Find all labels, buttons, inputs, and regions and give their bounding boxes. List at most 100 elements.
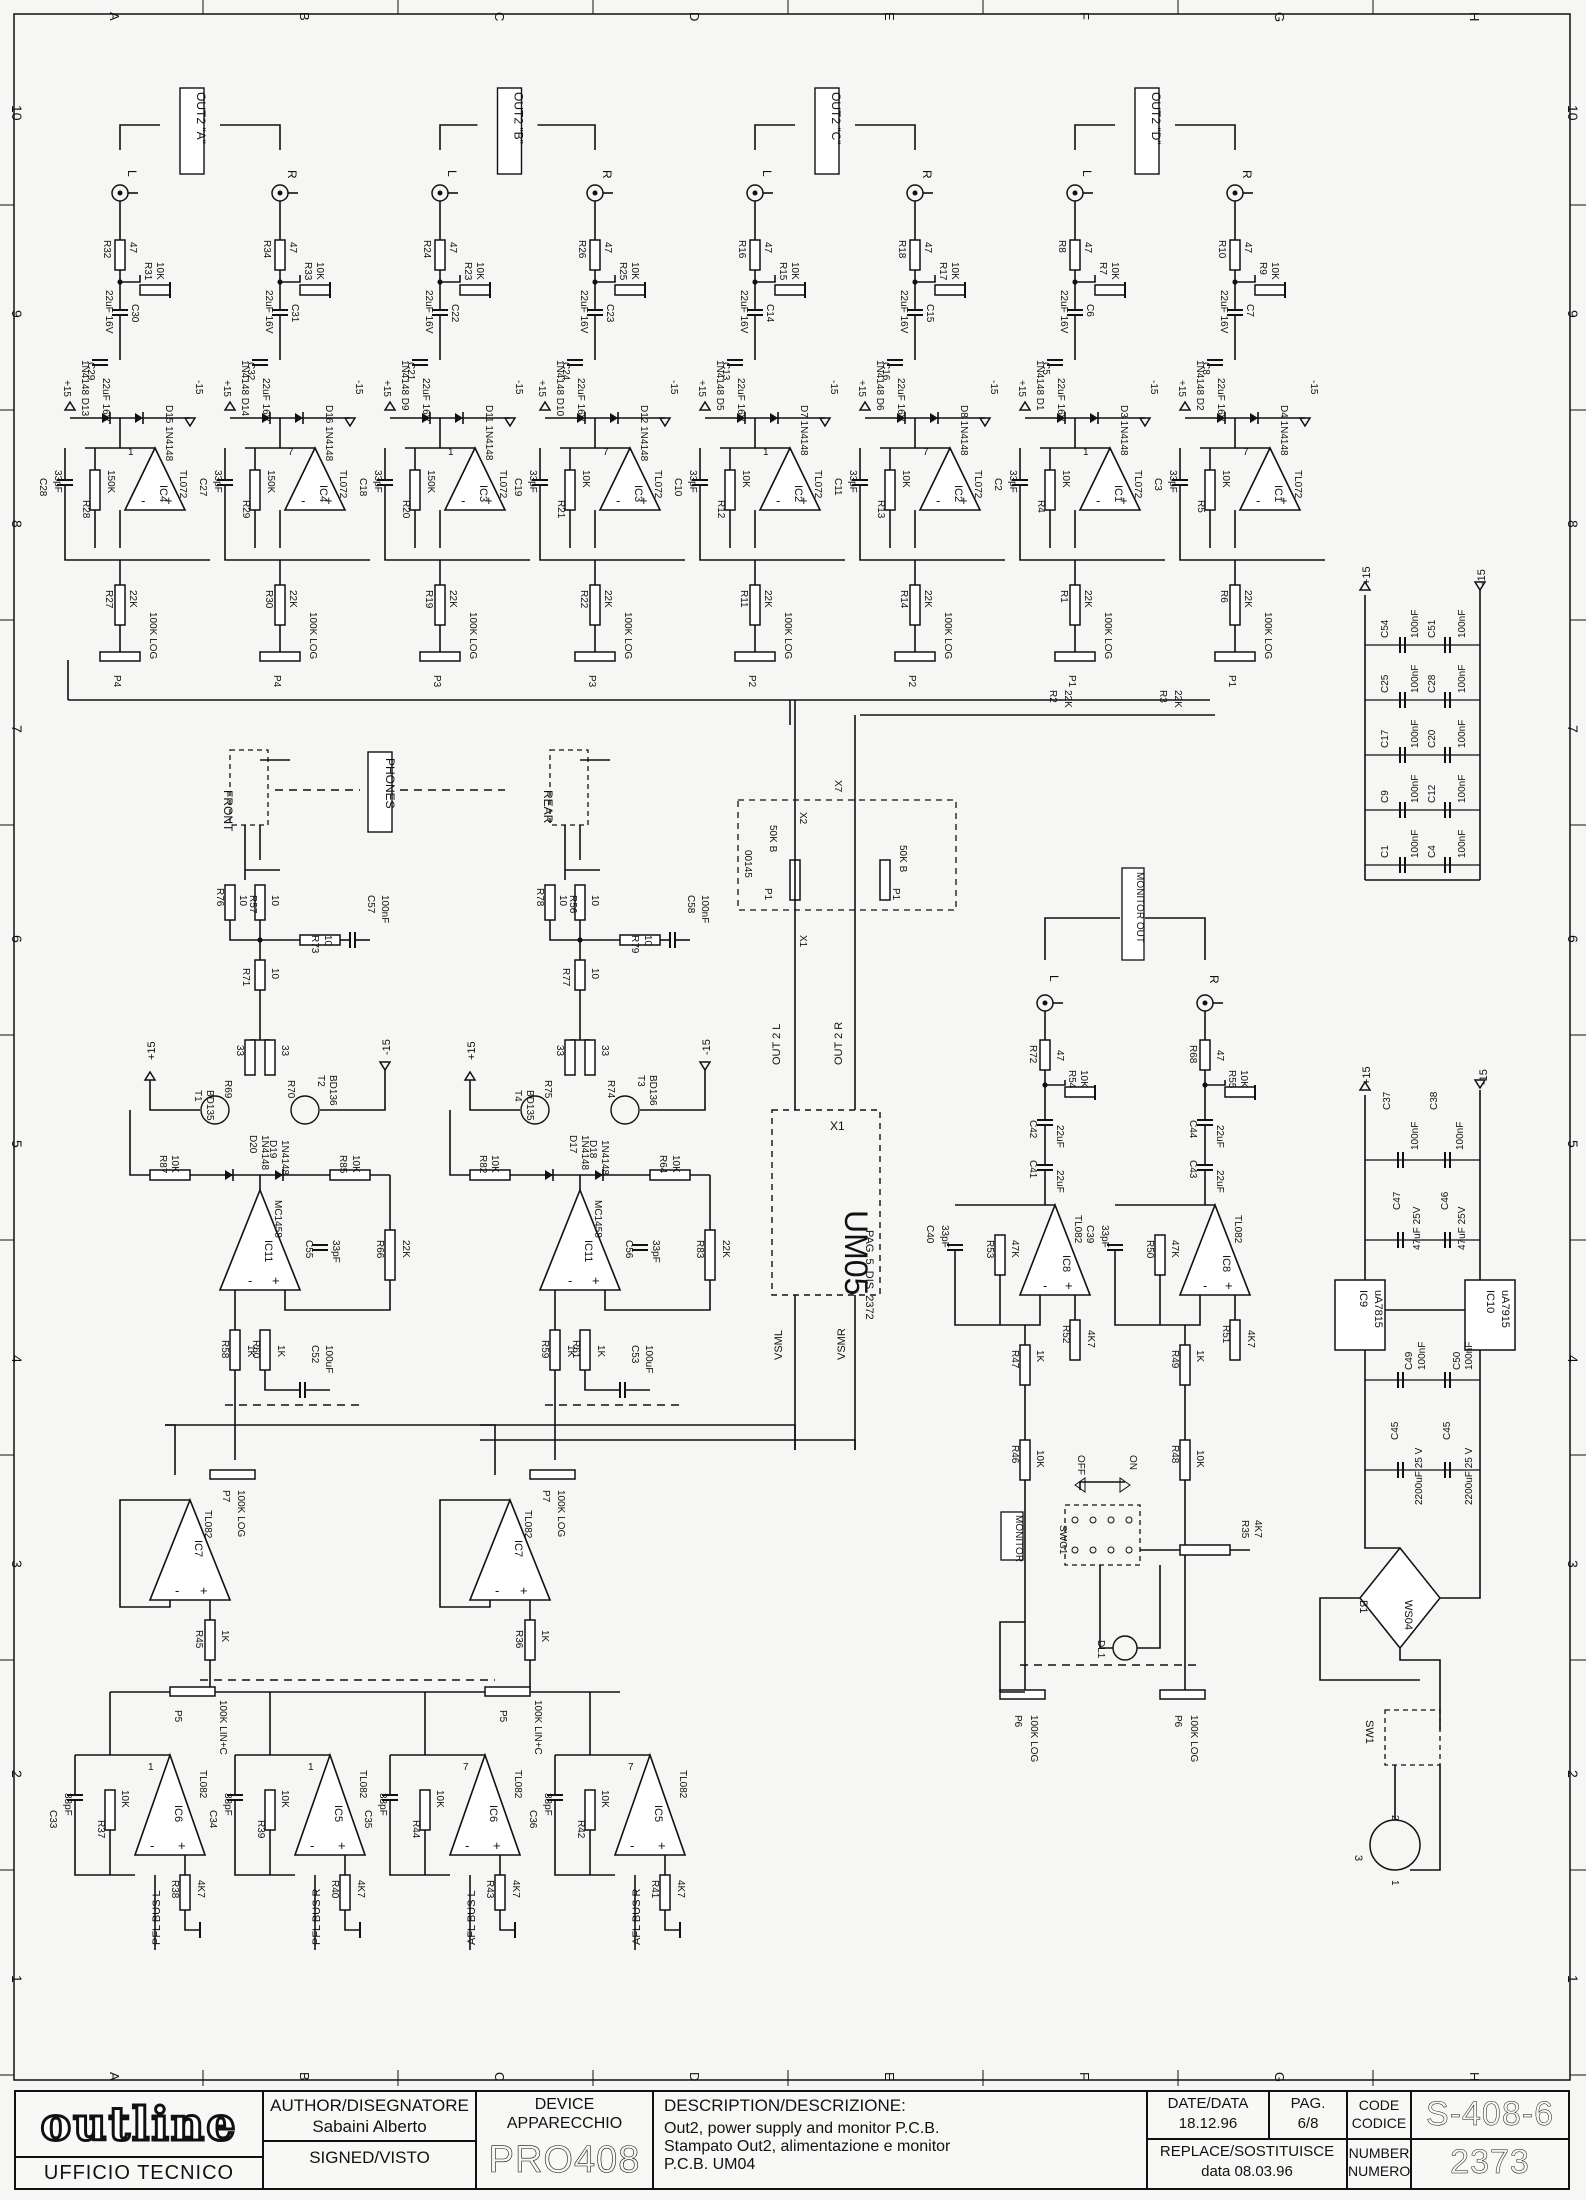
label: R24 — [421, 240, 432, 259]
code-value: S-408-6 — [1426, 2095, 1554, 2134]
label: R22 — [578, 590, 589, 609]
opamp-body — [1238, 446, 1302, 511]
switch-arrow — [1074, 1477, 1086, 1493]
opamp-body — [443, 446, 507, 511]
rail-cap — [1207, 359, 1223, 366]
label: 22uF — [1054, 1170, 1065, 1193]
shunt-resistor — [934, 284, 966, 296]
inner-border — [13, 13, 1571, 2081]
label: 10K — [629, 262, 640, 280]
label: - — [465, 1838, 469, 1853]
wire — [280, 275, 301, 283]
shunt-resistor — [139, 284, 171, 296]
out-bracket — [1074, 124, 1115, 150]
input-resistor — [749, 584, 761, 626]
label: C14 — [764, 304, 775, 323]
diode-body — [1090, 413, 1098, 423]
wire — [584, 1370, 620, 1391]
label: 22uF 16V — [1215, 378, 1226, 422]
wire — [1235, 275, 1256, 283]
label: 22K — [922, 590, 933, 608]
label: C54 — [1380, 619, 1391, 638]
wire — [999, 1621, 1025, 1692]
wire — [1179, 485, 1325, 561]
phone-jack-box — [229, 749, 269, 826]
output-jack — [906, 184, 933, 202]
input-resistor — [909, 584, 921, 626]
grid-col-top: C — [492, 12, 507, 21]
label: 100K LIN+C — [532, 1700, 543, 1755]
label: VSMR — [836, 1328, 848, 1360]
out-title: OUT2 "B" — [512, 92, 526, 144]
label: +15 — [1016, 380, 1027, 397]
opamp-minus: - — [141, 493, 145, 508]
label: C18 — [357, 478, 368, 497]
label: 22uF 16V — [898, 290, 909, 334]
label: C21 — [405, 362, 416, 381]
label: R45 — [193, 1630, 204, 1649]
label: R66 — [374, 1240, 385, 1259]
wire — [224, 485, 370, 561]
label: 10K — [900, 470, 911, 488]
label: 22K — [602, 590, 613, 608]
opamp-body — [758, 446, 822, 511]
outline-logo: outline — [39, 2096, 238, 2153]
label: D12 1N4148 — [638, 405, 649, 462]
label: TL082 — [677, 1770, 688, 1799]
pos-rail-arrow — [1358, 1080, 1372, 1091]
label: R44 — [410, 1820, 421, 1839]
label: R5 — [1195, 500, 1206, 513]
label: C56 — [623, 1240, 634, 1259]
label: -15 — [193, 380, 204, 395]
label: 100K LIN+C — [217, 1700, 228, 1755]
wire — [1019, 485, 1165, 561]
date-cell: DATE/DATA 18.12.96 PAG. 6/8 REPLACE/SOST… — [1148, 2092, 1348, 2188]
neg-rail-arrow — [503, 417, 517, 428]
capacitor — [1037, 1119, 1053, 1126]
label: 1K — [1194, 1350, 1205, 1363]
grid-col-bottom: G — [1272, 2072, 1287, 2082]
label: R18 — [896, 240, 907, 259]
label: uA7915 — [1499, 1290, 1511, 1328]
label: R55 — [1226, 1070, 1237, 1089]
label: R9 — [1257, 262, 1268, 275]
label: IC1 — [1112, 485, 1124, 502]
label: 22K — [720, 1240, 731, 1258]
label: 150K — [425, 470, 436, 494]
label: IC3 — [632, 485, 644, 502]
label: C19 — [512, 478, 523, 497]
capacitor — [669, 932, 676, 948]
wire — [184, 1910, 200, 1931]
code-label-it: CODICE — [1351, 2115, 1407, 2131]
switch-contact — [1125, 1546, 1133, 1554]
series-resistor — [114, 239, 126, 271]
label: C35 — [362, 1810, 373, 1829]
label: P1 — [762, 888, 773, 901]
label: - — [175, 1583, 179, 1598]
label: R36 — [513, 1630, 524, 1649]
pin-number: 7 — [1243, 447, 1249, 458]
label: 33pF — [330, 1240, 341, 1263]
bias-diode — [275, 1169, 284, 1181]
capacitor — [349, 932, 356, 948]
label: TL082 — [512, 1770, 523, 1799]
label: - — [568, 1273, 572, 1288]
bias-diode — [545, 1169, 554, 1181]
monitor-out-box — [1121, 867, 1145, 961]
label: 10K — [1269, 262, 1280, 280]
opamp-minus: - — [616, 493, 620, 508]
resistor — [649, 1169, 691, 1181]
label: D4 1N4148 — [1278, 405, 1289, 456]
label: -15 — [701, 1039, 713, 1055]
label: 1N4148 — [259, 1135, 270, 1170]
label: C22 — [449, 304, 460, 323]
wire — [440, 275, 461, 283]
label: 100nF — [1417, 1342, 1428, 1370]
label: 47 — [1082, 242, 1093, 254]
label: C23 — [604, 304, 615, 323]
